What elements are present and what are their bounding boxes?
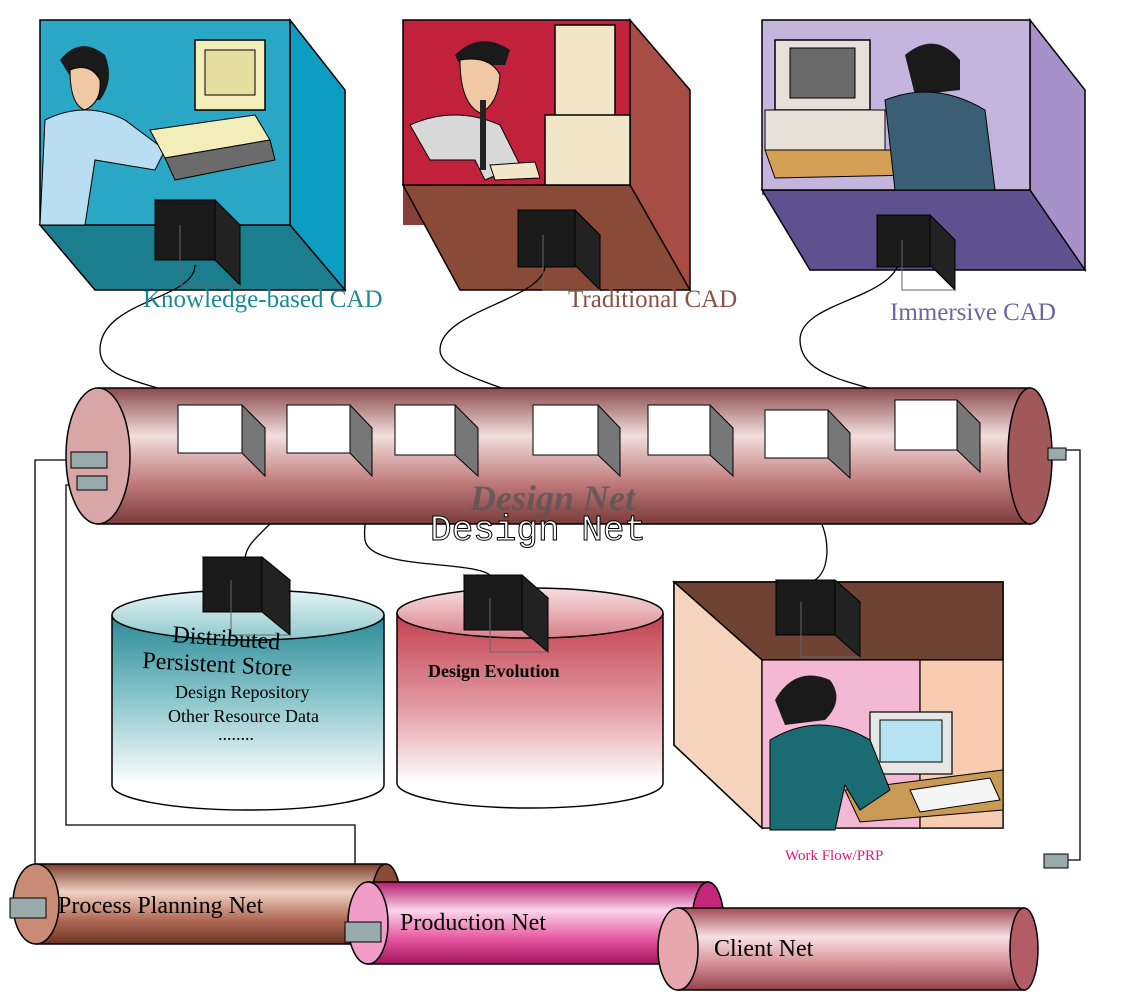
person-jacket xyxy=(769,724,891,831)
connector-production xyxy=(344,921,382,943)
node-cube-traditional xyxy=(516,208,602,292)
persistent-store-line-1: Design Repository xyxy=(175,682,310,702)
port-4 xyxy=(532,404,621,478)
person-hair xyxy=(775,675,837,725)
computer-base xyxy=(764,109,886,151)
connector-left-1 xyxy=(70,451,108,469)
persistent-store-line-2: Other Resource Data xyxy=(168,706,319,726)
workflow-room xyxy=(672,580,1004,831)
person-hair xyxy=(905,43,960,95)
person-face xyxy=(69,67,101,111)
monitor-screen xyxy=(789,47,856,99)
node-cube-knowledge xyxy=(153,198,242,287)
person-suit xyxy=(409,114,521,181)
port-7 xyxy=(894,399,981,474)
traditional-cad-room xyxy=(401,17,692,292)
node-cube-persistent xyxy=(201,555,292,637)
computer-tower xyxy=(544,114,631,186)
person-face xyxy=(459,58,501,114)
person-tie xyxy=(480,100,486,170)
monitor-screen xyxy=(879,719,943,763)
design-net-ports xyxy=(177,399,981,480)
wire-process xyxy=(34,459,72,900)
port-5 xyxy=(647,404,734,478)
connector-left-2 xyxy=(76,475,108,491)
person-jacket xyxy=(884,91,996,191)
node-cube-evolution xyxy=(462,573,550,654)
desk xyxy=(164,139,276,181)
connector-right xyxy=(1047,447,1067,461)
monitor-screen xyxy=(204,49,256,96)
label-traditional-cad: Traditional CAD xyxy=(568,286,737,313)
connector-client xyxy=(1043,853,1069,869)
port-2 xyxy=(286,404,373,478)
design-evolution-cylinder xyxy=(396,587,664,809)
design-net-label: Design Net xyxy=(430,510,646,551)
persistent-store-line-3: ........ xyxy=(218,724,254,744)
port-6 xyxy=(764,409,851,480)
process-planning-net-label: Process Planning Net xyxy=(58,893,264,919)
connector-process xyxy=(9,897,47,919)
client-net-pipe xyxy=(657,907,1039,991)
node-cube-immersive xyxy=(875,213,957,292)
client-net-label: Client Net xyxy=(714,936,814,962)
workflow-label: Work Flow/PRP xyxy=(785,848,883,864)
person-shirt xyxy=(39,109,166,226)
production-net-label: Production Net xyxy=(400,910,546,936)
label-knowledge-cad: Knowledge-based CAD xyxy=(143,286,383,313)
desk xyxy=(764,149,911,179)
paper xyxy=(909,777,1001,813)
persistent-store-cylinder xyxy=(111,589,385,811)
design-evolution-title: Design Evolution xyxy=(428,661,560,681)
mouse-icon xyxy=(489,161,541,181)
wire-client xyxy=(1060,449,1081,861)
label-immersive-cad: Immersive CAD xyxy=(890,299,1056,326)
design-net-label-shadow: Design Net xyxy=(469,478,636,518)
port-1 xyxy=(177,404,266,478)
port-3 xyxy=(394,404,479,478)
node-cube-workflow xyxy=(774,578,862,659)
